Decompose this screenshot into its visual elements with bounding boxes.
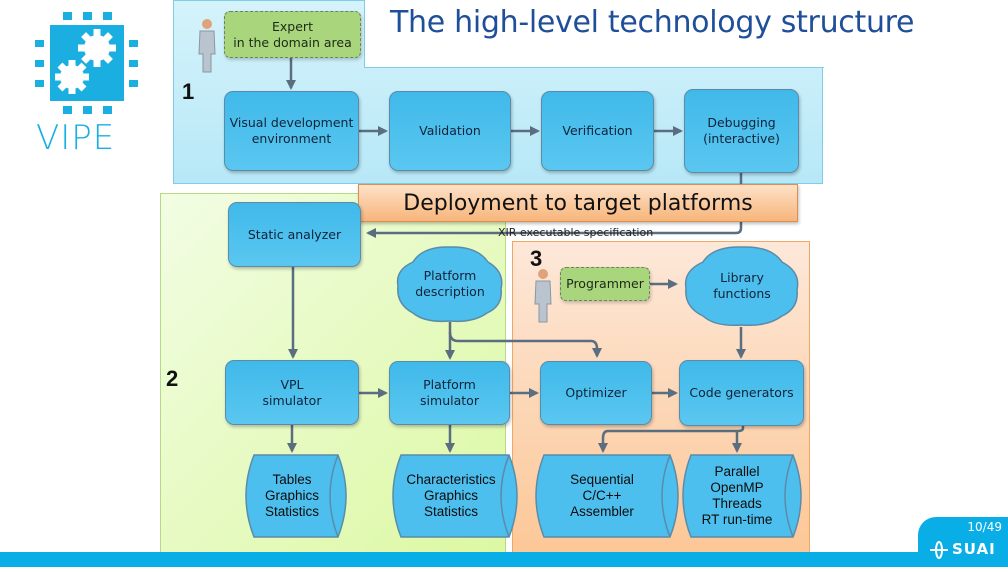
chip-with-gears-icon	[35, 12, 138, 114]
vpl-simulator-box: VPL simulator	[225, 360, 359, 425]
platform-description-cloud	[396, 246, 503, 323]
static-analyzer-box: Static analyzer	[228, 202, 361, 267]
region-2-number: 2	[166, 366, 179, 391]
platform-output-statistics: Statistics	[423, 504, 478, 519]
platform-output-characteristics: Characteristics	[406, 472, 496, 487]
page-number: 10/49	[967, 520, 1002, 534]
parallel-outputs-text: Parallel OpenMP Threads RT run-time	[673, 453, 801, 539]
person-icon	[534, 269, 552, 323]
deployment-banner: Deployment to target platforms	[358, 184, 798, 222]
footer-bar	[0, 552, 1008, 567]
code-generators-box: Code generators	[679, 360, 804, 426]
platform-outputs-drum	[392, 454, 518, 538]
expert-actor: Expert in the domain area	[224, 11, 361, 58]
par-output-rt-runtime: RT run-time	[701, 512, 773, 527]
logo-text: VIPE	[36, 118, 116, 158]
parallel-outputs-drum	[682, 454, 802, 538]
optimizer-box: Optimizer	[540, 361, 652, 425]
seq-output-sequential: Sequential	[570, 472, 634, 487]
platform-output-graphics: Graphics	[423, 488, 479, 503]
vpl-outputs-drum	[245, 454, 347, 538]
par-output-parallel: Parallel	[714, 464, 760, 479]
library-functions-cloud	[684, 246, 799, 327]
xir-spec-label: XIR executable specification	[498, 226, 654, 239]
suai-cross-icon	[930, 541, 948, 559]
seq-output-c-cpp: C/C++	[582, 488, 622, 503]
visual-development-environment-box: Visual development environment	[224, 91, 359, 171]
vpl-output-statistics: Statistics	[264, 504, 319, 519]
person-icon	[198, 19, 216, 73]
par-output-threads: Threads	[712, 496, 762, 511]
programmer-actor: Programmer	[560, 267, 650, 301]
region-1-number: 1	[182, 79, 195, 104]
slide-title: The high-level technology structure	[390, 5, 915, 40]
par-output-openmp: OpenMP	[710, 480, 764, 495]
region-3-number: 3	[530, 246, 543, 271]
page-tab: 10/49 SUAI	[918, 517, 1008, 567]
platform-outputs-text: Characteristics Graphics Statistics	[383, 453, 519, 539]
title-area	[364, 0, 824, 68]
brand-text: SUAI	[952, 540, 996, 558]
library-functions-label: Library functions	[713, 270, 771, 301]
sequential-outputs-text: Sequential C/C++ Assembler	[526, 453, 678, 539]
vpl-output-tables: Tables	[272, 472, 312, 487]
validation-box: Validation	[389, 91, 511, 171]
platform-description-label: Platform description	[415, 268, 485, 299]
debugging-box: Debugging (interactive)	[684, 89, 799, 173]
verification-box: Verification	[541, 91, 654, 171]
platform-simulator-box: Platform simulator	[389, 361, 510, 425]
sequential-outputs-drum	[535, 454, 679, 538]
vpl-output-graphics: Graphics	[264, 488, 320, 503]
vpl-outputs-text: Tables Graphics Statistics	[236, 453, 348, 539]
seq-output-assembler: Assembler	[570, 504, 634, 519]
